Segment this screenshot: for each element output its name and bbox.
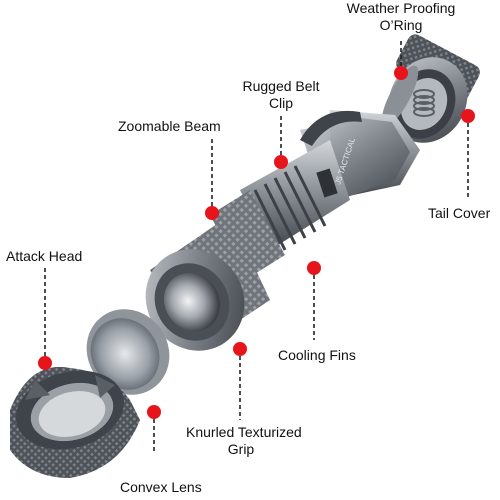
label-convex-lens: Convex Lens [120, 479, 202, 495]
label-knurled-grip-line2: Grip [227, 441, 255, 457]
label-zoomable-beam: Zoomable Beam [118, 118, 221, 134]
marker-knurled-grip [233, 342, 247, 356]
tail-cover-part [381, 34, 480, 143]
marker-tail-cover [461, 109, 475, 123]
leader-lines [44, 40, 469, 452]
convex-lens-part [86, 309, 170, 395]
cooling-fins [253, 165, 327, 251]
marker-zoomable-beam [205, 206, 219, 220]
label-rugged-belt-clip: Rugged Belt Clip [226, 78, 336, 112]
reflector [163, 272, 221, 332]
label-rugged-belt-clip-line2: Clip [268, 95, 294, 111]
marker-convex-lens [147, 405, 161, 419]
marker-rugged-belt-clip [274, 155, 288, 169]
belt-clip [300, 110, 362, 146]
label-attack-head: Attack Head [6, 248, 83, 264]
callout-markers [38, 66, 475, 419]
label-weather-proofing: Weather Proofing O’Ring [336, 0, 466, 34]
label-weather-proofing-line1: Weather Proofing [346, 0, 456, 16]
label-knurled-grip-line1: Knurled Texturized [186, 424, 302, 440]
label-knurled-grip: Knurled Texturized Grip [186, 424, 302, 458]
flashlight-body: J5 TACTICAL [145, 110, 420, 351]
label-cooling-fins: Cooling Fins [278, 347, 356, 363]
attack-head-part [10, 366, 140, 478]
marker-cooling-fins [307, 261, 321, 275]
marker-attack-head [38, 356, 52, 370]
spring-icon [413, 89, 435, 117]
label-tail-cover: Tail Cover [428, 205, 491, 221]
label-rugged-belt-clip-line1: Rugged Belt [242, 78, 320, 94]
marker-weather-proofing [394, 66, 408, 80]
label-weather-proofing-line2: O’Ring [379, 17, 423, 33]
